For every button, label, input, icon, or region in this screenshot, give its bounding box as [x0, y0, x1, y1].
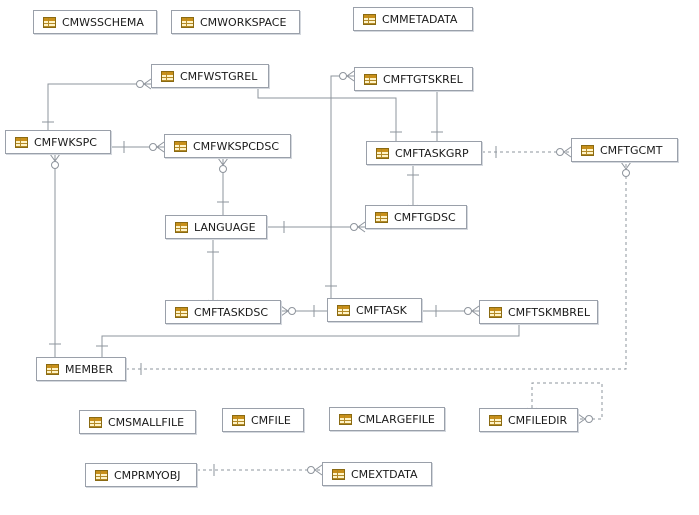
rel-cmfwkspc-cmfwkspcdsc: [111, 141, 165, 153]
table-cmsmallfile[interactable]: CMSMALLFILE: [79, 410, 196, 434]
table-icon: [175, 306, 188, 318]
relationship-line: [101, 324, 520, 357]
table-icon: [332, 468, 345, 480]
table-label: CMFTGTSKREL: [383, 72, 463, 86]
table-icon: [89, 416, 102, 428]
table-label: CMFTASK: [356, 303, 407, 317]
optional-marker: [307, 466, 315, 474]
table-icon: [95, 469, 108, 481]
rel-cmftask-cmftgtskrel: [325, 70, 355, 298]
table-label: CMFTASKGRP: [395, 146, 469, 160]
rel-cmftaskgrp-cmftgcmt: [482, 146, 572, 158]
table-label: CMLARGEFILE: [358, 412, 435, 426]
table-cmftgcmt[interactable]: CMFTGCMT: [571, 138, 678, 162]
optional-marker: [51, 161, 59, 169]
table-member[interactable]: MEMBER: [36, 357, 126, 381]
table-icon: [43, 16, 56, 28]
table-label: CMFTASKDSC: [194, 305, 269, 319]
table-icon: [489, 306, 502, 318]
rel-language-cmfwkspcdsc: [217, 157, 229, 215]
relationship-line: [126, 162, 627, 370]
table-label: CMFILEDIR: [508, 413, 568, 427]
table-icon: [232, 414, 245, 426]
table-cmftaskgrp[interactable]: CMFTASKGRP: [366, 141, 482, 165]
table-language[interactable]: LANGUAGE: [165, 215, 267, 239]
table-cmftask[interactable]: CMFTASK: [327, 298, 422, 322]
optional-marker: [585, 415, 593, 423]
rel-cmprmyobj-cmextdata: [197, 464, 323, 476]
table-cmfwkspc[interactable]: CMFWKSPC: [5, 130, 111, 154]
table-icon: [364, 73, 377, 85]
optional-marker: [339, 72, 347, 80]
table-label: LANGUAGE: [194, 220, 256, 234]
table-cmworkspace[interactable]: CMWORKSPACE: [171, 10, 300, 34]
table-icon: [15, 136, 28, 148]
table-icon: [581, 144, 594, 156]
table-cmfwstgrel[interactable]: CMFWSTGREL: [151, 64, 269, 88]
rel-member-cmftgcmt: [126, 161, 632, 375]
table-cmftskmbrel[interactable]: CMFTSKMBREL: [479, 300, 598, 324]
table-icon: [181, 16, 194, 28]
optional-marker: [350, 223, 358, 231]
table-label: CMSMALLFILE: [108, 415, 185, 429]
table-cmfwkspcdsc[interactable]: CMFWKSPCDSC: [164, 134, 291, 158]
optional-marker: [219, 165, 227, 173]
table-cmwsschema[interactable]: CMWSSCHEMA: [33, 10, 157, 34]
optional-marker: [136, 80, 144, 88]
rel-cmfwkspc-cmfwstgrel: [42, 78, 152, 130]
rel-member-cmftskmbrel: [96, 309, 525, 357]
optional-marker: [288, 307, 296, 315]
table-icon: [46, 363, 59, 375]
table-cmftgtskrel[interactable]: CMFTGTSKREL: [354, 67, 473, 91]
table-label: CMFWSTGREL: [180, 69, 258, 83]
optional-marker: [464, 307, 472, 315]
table-label: CMFWKSPC: [34, 135, 97, 149]
table-cmfile[interactable]: CMFILE: [222, 408, 304, 432]
table-label: CMMETADATA: [382, 12, 458, 26]
table-icon: [489, 414, 502, 426]
rel-cmftask-cmftaskdsc: [280, 305, 327, 317]
table-label: MEMBER: [65, 362, 114, 376]
table-label: CMFILE: [251, 413, 291, 427]
relationship-line: [531, 382, 603, 420]
table-icon: [161, 70, 174, 82]
optional-marker: [149, 143, 157, 151]
table-label: CMWSSCHEMA: [62, 15, 144, 29]
relationship-line: [47, 83, 151, 130]
rel-cmftask-cmftskmbrel: [422, 305, 480, 317]
table-cmprmyobj[interactable]: CMPRMYOBJ: [85, 463, 197, 487]
optional-marker: [556, 148, 564, 156]
table-label: CMPRMYOBJ: [114, 468, 181, 482]
table-cmextdata[interactable]: CMEXTDATA: [322, 462, 432, 486]
table-icon: [363, 13, 376, 25]
rel-member-cmfwkspc: [49, 153, 61, 357]
relationship-line: [330, 75, 354, 298]
relationship-line: [257, 88, 397, 141]
table-label: CMFTGDSC: [394, 210, 456, 224]
table-icon: [174, 140, 187, 152]
table-label: CMFTSKMBREL: [508, 305, 590, 319]
table-icon: [175, 221, 188, 233]
table-label: CMFTGCMT: [600, 143, 663, 157]
table-cmfiledir[interactable]: CMFILEDIR: [479, 408, 578, 432]
table-cmlargefile[interactable]: CMLARGEFILE: [329, 407, 445, 431]
table-icon: [376, 147, 389, 159]
table-label: CMFWKSPCDSC: [193, 139, 280, 153]
table-icon: [375, 211, 388, 223]
table-label: CMEXTDATA: [351, 467, 418, 481]
table-cmftaskdsc[interactable]: CMFTASKDSC: [165, 300, 281, 324]
table-label: CMWORKSPACE: [200, 15, 287, 29]
table-icon: [337, 304, 350, 316]
table-icon: [339, 413, 352, 425]
rel-language-cmftgdsc: [267, 221, 366, 233]
table-cmmetadata[interactable]: CMMETADATA: [353, 7, 473, 31]
optional-marker: [622, 169, 630, 177]
table-cmftgdsc[interactable]: CMFTGDSC: [365, 205, 467, 229]
